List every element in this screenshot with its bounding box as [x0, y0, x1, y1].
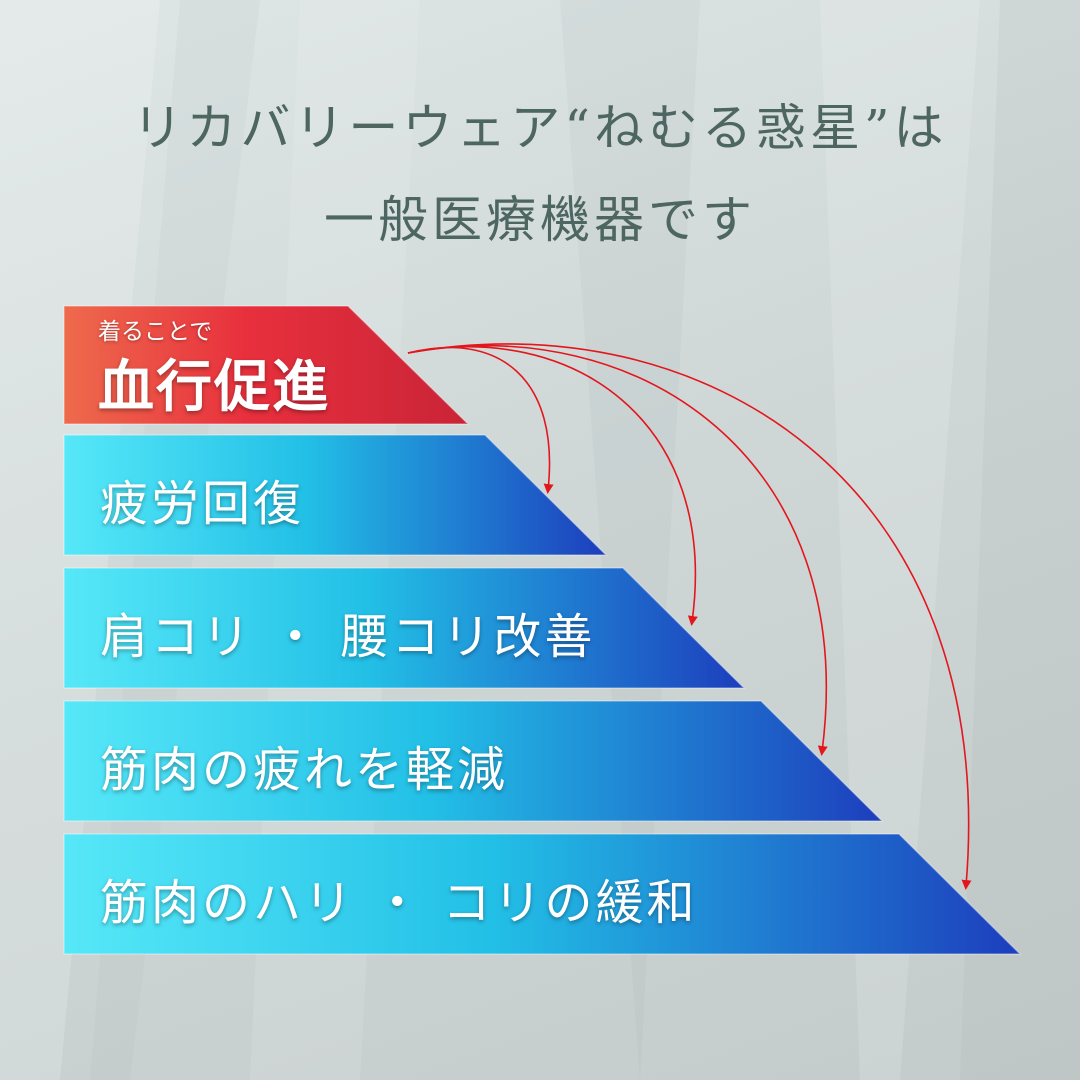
- headline-line-1: リカバリーウェア“ねむる惑星”は: [132, 99, 948, 157]
- tier-label-4: 筋肉のハリ ・ コリの緩和: [100, 875, 698, 931]
- top-tier-sublabel: 着ることで: [98, 319, 213, 345]
- headline-line-2: 一般医療機器です: [324, 191, 756, 249]
- tier-label-2: 肩コリ ・ 腰コリ改善: [100, 609, 596, 665]
- top-tier-label: 血行促進: [98, 354, 330, 420]
- tier-label-3: 筋肉の疲れを軽減: [100, 742, 509, 798]
- headline: リカバリーウェア“ねむる惑星”は 一般医療機器です: [0, 82, 1080, 266]
- tier-label-1: 疲労回復: [100, 476, 305, 532]
